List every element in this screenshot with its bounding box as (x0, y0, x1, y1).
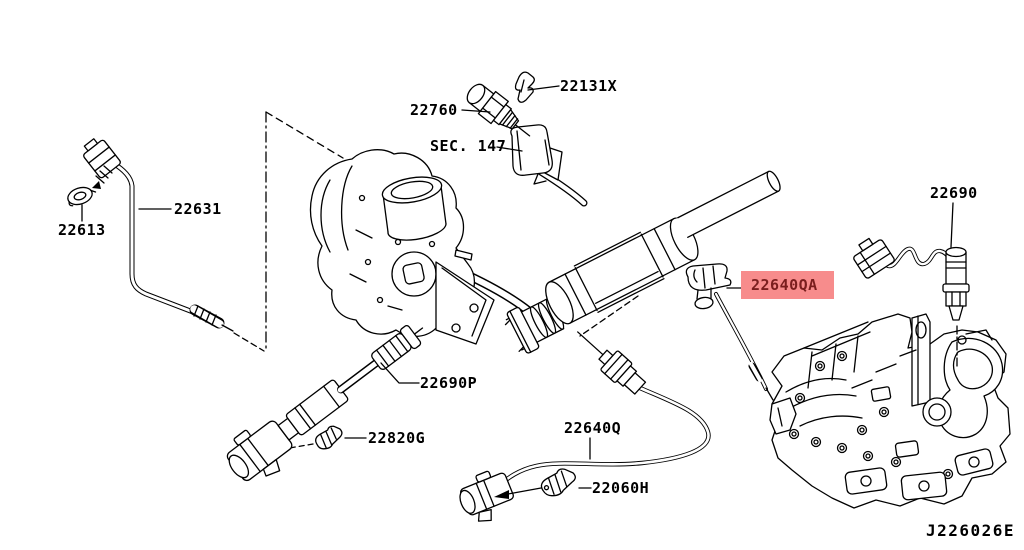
label-22613[interactable]: 22613 (58, 221, 106, 239)
label-22131X[interactable]: 22131X (560, 77, 618, 95)
label-22631[interactable]: 22631 (174, 200, 222, 218)
label-sec147[interactable]: SEC. 147 (430, 137, 507, 155)
egt-sensor-22640q-drawing (459, 331, 711, 522)
egt-sensor-22631-drawing (67, 138, 234, 332)
o2-sensor-22690-drawing (853, 237, 970, 368)
label-22060H[interactable]: 22060H (592, 479, 650, 497)
label-22640QA: 22640QA (751, 275, 818, 294)
sec147-bracket-drawing (510, 124, 588, 207)
label-22690P[interactable]: 22690P (420, 374, 478, 392)
clip-22820g-drawing (315, 425, 343, 450)
label-22760[interactable]: 22760 (410, 101, 458, 119)
sensor-22760-drawing (466, 83, 531, 137)
engine-block-drawing (769, 313, 1011, 509)
label-22690[interactable]: 22690 (930, 184, 978, 202)
bracket-22131x-drawing (514, 71, 535, 103)
label-22640Q[interactable]: 22640Q (564, 419, 622, 437)
egt-sensor-22640qa-drawing (685, 263, 774, 401)
grommet-22613-drawing (67, 186, 97, 207)
diagram-code: J226026E (926, 521, 1016, 540)
connector-22640q-drawing (459, 470, 514, 522)
highlighted-part-label-box[interactable]: 22640QA (741, 271, 834, 299)
o2-sensor-22690p-drawing (226, 325, 424, 482)
label-22820G[interactable]: 22820G (368, 429, 426, 447)
engine-bolt-bosses (788, 350, 954, 480)
leader-lines (81, 85, 954, 489)
turbocharger-drawing (309, 149, 535, 345)
clip-22060h-drawing (494, 468, 576, 499)
catalytic-converter-drawing (504, 170, 781, 354)
insert-arrow (92, 165, 113, 189)
